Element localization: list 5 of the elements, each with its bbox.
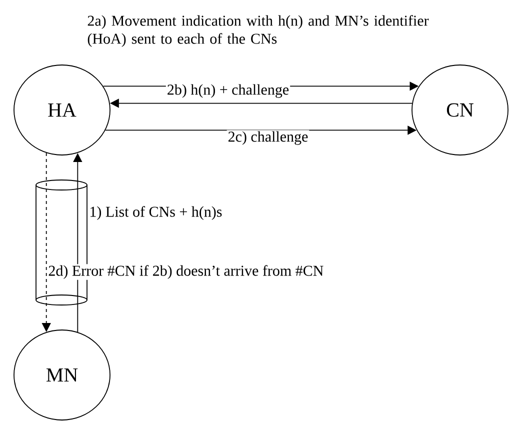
edge-label: 2a) Movement indication with h(n) and MN’s identifier (HoA) sent to each of the CNs (86, 14, 438, 48)
edge-label: 1) List of CNs + h(n)s (88, 205, 224, 221)
edge-label: 2c) challenge (226, 130, 310, 146)
edge-label: 2b) h(n) + challenge (166, 83, 290, 99)
edge-label: 2d) Error #CN if 2b) doesn’t arrive from #CN (47, 264, 325, 280)
